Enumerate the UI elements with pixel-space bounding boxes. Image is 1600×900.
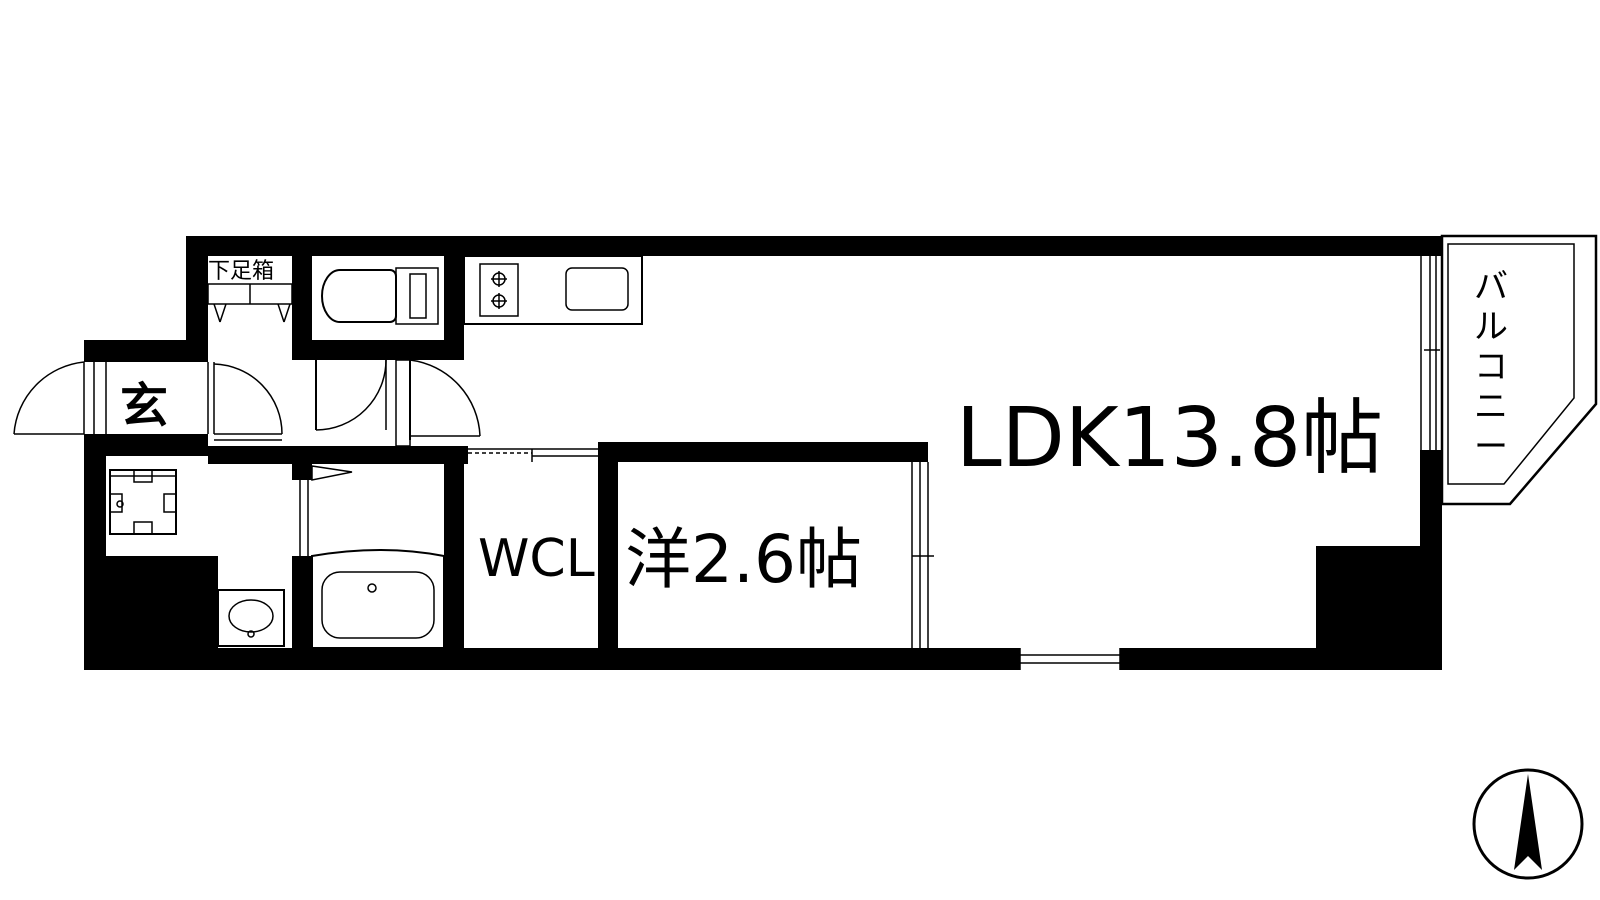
walls xyxy=(84,236,1442,670)
genkan-step xyxy=(207,362,215,434)
kitchen-counter xyxy=(463,255,643,325)
balcony-char: ニ xyxy=(1474,387,1508,427)
western-room-partition xyxy=(911,462,934,648)
ldk-door xyxy=(395,359,481,447)
stove-icon xyxy=(479,263,519,317)
balcony-window xyxy=(1420,256,1442,450)
balcony-char: ー xyxy=(1474,427,1508,467)
shoe-box xyxy=(207,283,293,323)
north-arrow-icon xyxy=(1472,768,1584,880)
bath-door xyxy=(299,464,353,556)
ldk-label: LDK13.8帖 xyxy=(956,391,1383,486)
wcl-label: WCL xyxy=(478,529,595,589)
bottom-window xyxy=(1019,648,1121,670)
genkan-label: 玄 xyxy=(120,378,168,434)
washroom-door xyxy=(213,363,283,441)
wcl-sliding-door xyxy=(468,448,598,462)
wash-basin-icon xyxy=(217,589,285,647)
western-room-label: 洋2.6帖 xyxy=(625,521,862,598)
shoe-box-label: 下足箱 xyxy=(208,259,274,284)
washing-machine-icon xyxy=(109,469,177,535)
toilet-icon xyxy=(321,267,439,325)
balcony-char: コ xyxy=(1474,347,1508,387)
sink-icon xyxy=(565,267,629,311)
entrance-door xyxy=(13,361,107,435)
balcony-char: バ xyxy=(1474,267,1508,307)
balcony-label: バ ル コ ニ ー xyxy=(1474,267,1508,467)
bathtub-icon xyxy=(311,549,445,649)
balcony xyxy=(1440,234,1598,506)
toilet-door xyxy=(315,359,387,431)
balcony-char: ル xyxy=(1474,307,1508,347)
